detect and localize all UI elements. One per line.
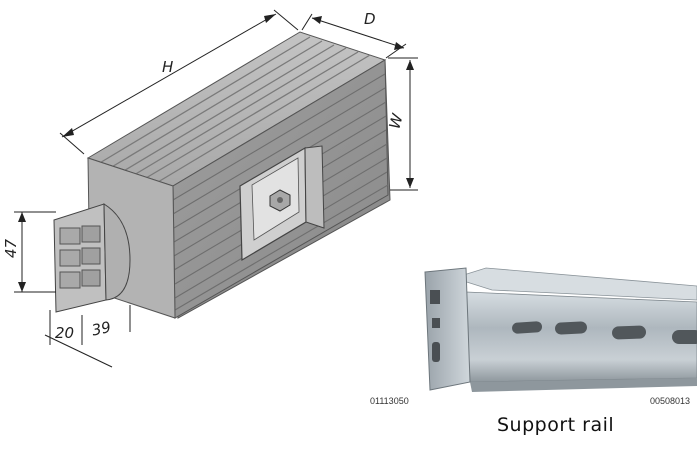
dimension-arrowheads bbox=[18, 14, 414, 292]
dim-label-20: 20 bbox=[55, 324, 74, 342]
rail-hole bbox=[430, 290, 440, 304]
rail-article-code: 00508013 bbox=[650, 396, 691, 406]
dim-label-47: 47 bbox=[2, 238, 20, 258]
heater-article-code: 01113050 bbox=[370, 396, 409, 406]
rail-slot bbox=[555, 321, 587, 335]
heater-top-fins bbox=[97, 36, 371, 183]
rail-slot bbox=[612, 325, 647, 340]
rail-slot bbox=[512, 321, 543, 334]
mounting-clip bbox=[239, 145, 325, 262]
heater-illustration: H D W 47 20 39 bbox=[2, 9, 418, 368]
rail-caption: Support rail bbox=[497, 414, 615, 436]
dim-label-w: W bbox=[385, 111, 407, 131]
dimension-lines bbox=[14, 9, 418, 368]
dim-label-h: H bbox=[162, 58, 173, 76]
dim-label-d: D bbox=[364, 10, 376, 28]
terminal-connector bbox=[53, 203, 131, 313]
rail-slot bbox=[672, 330, 697, 344]
dim-label-39: 39 bbox=[90, 318, 112, 340]
rail-hole bbox=[432, 342, 440, 362]
support-rail-photo bbox=[424, 267, 697, 392]
rail-hole bbox=[432, 318, 440, 328]
